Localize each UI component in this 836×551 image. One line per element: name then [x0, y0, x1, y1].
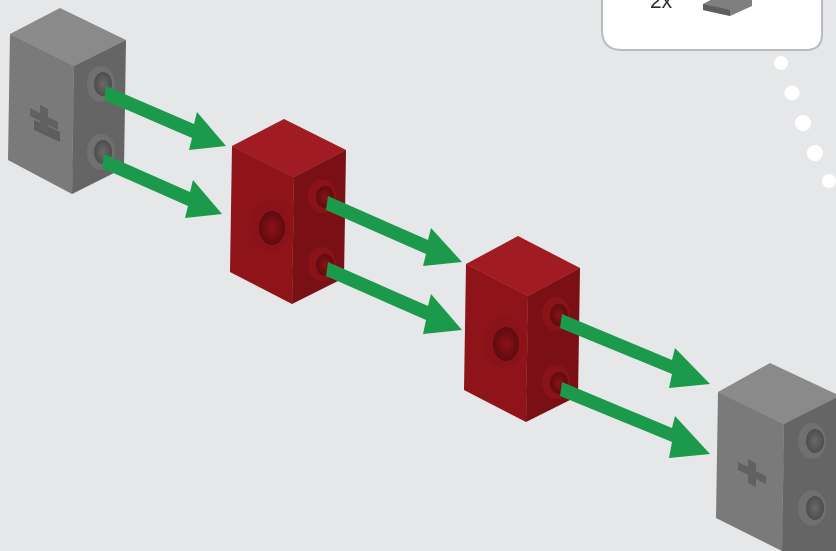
arrow-icon: [102, 154, 222, 218]
callout-bubble: [601, 0, 836, 188]
arrow-icon: [326, 196, 462, 266]
gray-brick-icon: [703, 0, 752, 16]
bubble-dots: [774, 56, 836, 188]
arrow-icon: [560, 382, 710, 458]
gray-technic-brick-right: [716, 363, 836, 551]
arrow-icon: [560, 314, 710, 388]
arrow-icon: [104, 86, 226, 150]
assembly-arrows: [102, 86, 710, 458]
multiplier-label: 2x: [650, 0, 673, 13]
arrow-icon: [326, 262, 462, 334]
